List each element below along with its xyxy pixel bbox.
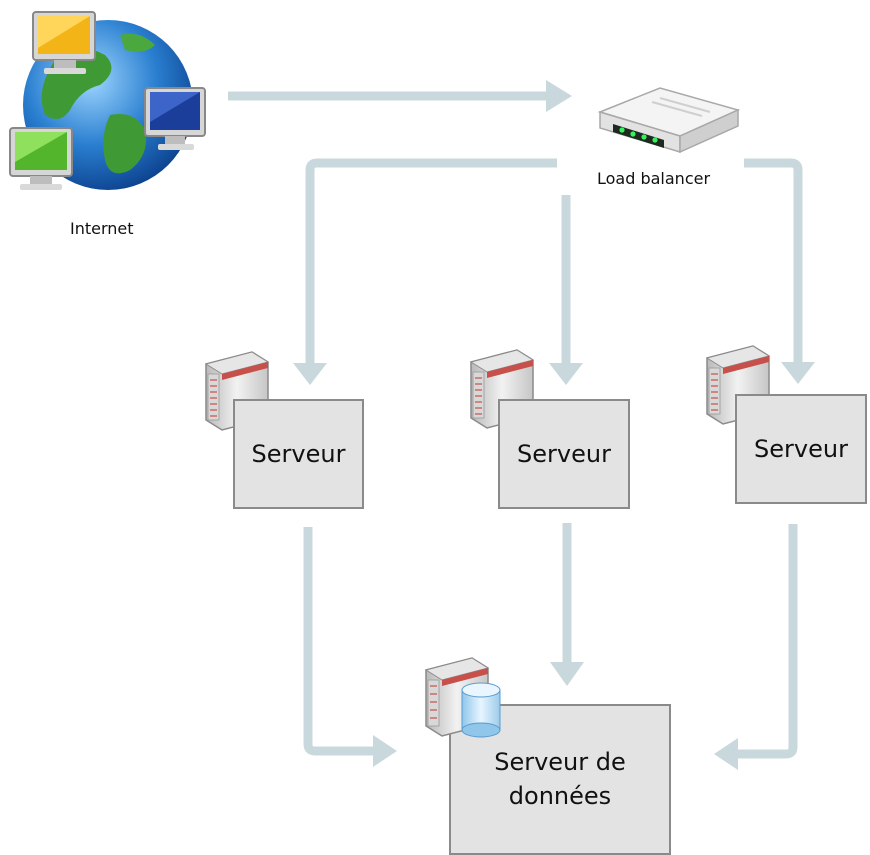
server-box: Serveur xyxy=(735,394,867,504)
data-server-label-line2: données xyxy=(508,781,612,810)
data-server-label-line1: Serveur de xyxy=(494,747,626,776)
arrowhead-db-top xyxy=(550,662,584,686)
router-icon xyxy=(597,87,741,154)
data-server-label: Serveur de données xyxy=(494,746,626,813)
server-label: Serveur xyxy=(251,440,346,468)
arrow-server-3-to-db xyxy=(736,524,798,759)
arrowhead-server-2 xyxy=(549,363,583,385)
arrow-server-1-to-db xyxy=(303,527,375,756)
arrowhead-db-right xyxy=(714,738,738,770)
server-label: Serveur xyxy=(517,440,611,468)
arrowhead-db-left xyxy=(373,735,397,767)
server-box: Serveur xyxy=(233,399,364,509)
load-balancer-label: Load balancer xyxy=(597,169,711,188)
arrowhead-server-1 xyxy=(293,363,327,385)
database-server-icon xyxy=(424,657,501,738)
server-box: Serveur xyxy=(498,399,630,509)
arrowhead-server-3 xyxy=(781,362,815,384)
globe-with-computers-icon xyxy=(9,11,206,190)
arrow-lb-to-server-3 xyxy=(744,158,803,364)
server-label: Serveur xyxy=(754,435,848,463)
internet-label: Internet xyxy=(70,219,134,238)
arrowhead-lb xyxy=(546,80,572,112)
arrow-lb-to-server-1 xyxy=(305,158,557,366)
